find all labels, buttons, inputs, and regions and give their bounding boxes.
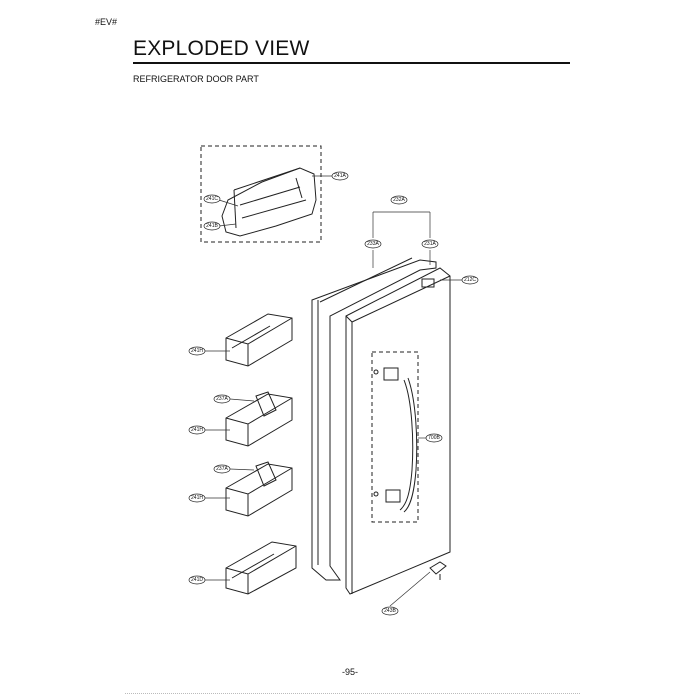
svg-text:232A: 232A xyxy=(393,197,405,203)
page-number: -95- xyxy=(341,667,358,677)
door-handle xyxy=(373,367,418,513)
callout-241C: 241C xyxy=(203,194,221,204)
door-bin-3 xyxy=(225,461,293,517)
svg-text:241H: 241H xyxy=(191,348,203,354)
callout-237A: 237A xyxy=(213,464,231,474)
door-bin-1 xyxy=(225,313,293,367)
svg-text:231A: 231A xyxy=(424,241,436,247)
svg-text:233A: 233A xyxy=(367,241,379,247)
callout-241H: 241H xyxy=(188,346,206,356)
callout-212C: 212C xyxy=(461,275,479,285)
callout-241D: 241D xyxy=(188,575,206,585)
svg-text:241D: 241D xyxy=(191,577,203,583)
callout-241B: 241B xyxy=(203,221,221,231)
callout-241H: 241H xyxy=(188,425,206,435)
callout-232A: 232A xyxy=(390,195,408,205)
page-title: EXPLODED VIEW xyxy=(133,37,310,60)
svg-text:243B: 243B xyxy=(384,608,396,614)
svg-text:241C: 241C xyxy=(206,196,218,202)
callout-237A: 237A xyxy=(213,394,231,404)
callout-243B: 243B xyxy=(381,606,399,616)
bottom-hinge xyxy=(429,561,447,580)
svg-text:241H: 241H xyxy=(191,427,203,433)
callout-231A: 231A xyxy=(421,239,439,249)
callout-233A: 233A xyxy=(364,239,382,249)
svg-text:241H: 241H xyxy=(191,495,203,501)
svg-text:237A: 237A xyxy=(216,466,228,472)
callout-241A: 241A xyxy=(331,171,349,181)
bottom-divider xyxy=(125,693,580,694)
door-bin-4 xyxy=(225,541,297,595)
document-tag: #EV# xyxy=(95,17,118,27)
top-door-shelf xyxy=(221,167,317,237)
title-rule xyxy=(133,62,570,64)
refrigerator-door-panel xyxy=(345,267,451,595)
shelf-group-box xyxy=(200,145,322,243)
door-gasket xyxy=(311,257,437,581)
svg-text:241B: 241B xyxy=(206,223,218,229)
callout-700B: 700B xyxy=(425,433,443,443)
svg-text:241A: 241A xyxy=(334,173,346,179)
svg-text:700B: 700B xyxy=(428,435,440,441)
leader-lines xyxy=(205,175,462,607)
callout-241H: 241H xyxy=(188,493,206,503)
page-subtitle: REFRIGERATOR DOOR PART xyxy=(133,74,259,84)
svg-text:212C: 212C xyxy=(464,277,476,283)
svg-text:237A: 237A xyxy=(216,396,228,402)
handle-group-box xyxy=(371,351,419,523)
door-bin-2 xyxy=(225,391,293,447)
